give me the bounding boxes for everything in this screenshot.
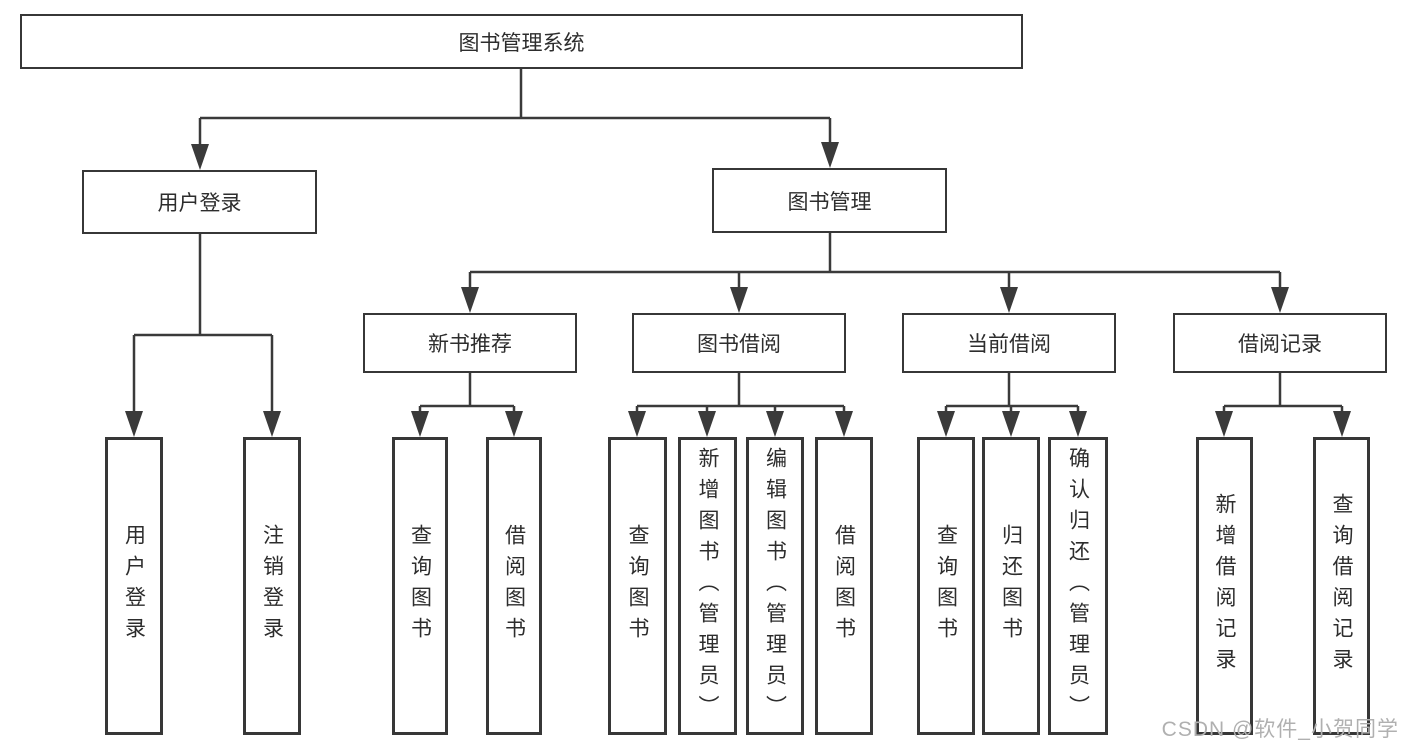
leaf-confirm-return-admin: 确认归还（管理员） xyxy=(1048,437,1108,735)
node-borrow-records: 借阅记录 xyxy=(1173,313,1387,373)
leaf-borrow-books-recommend: 借阅图书 xyxy=(486,437,542,735)
node-book-management-label: 图书管理 xyxy=(787,190,872,214)
node-new-book-recommend-label: 新书推荐 xyxy=(428,333,512,356)
node-current-borrow-label: 当前借阅 xyxy=(967,333,1051,356)
leaf-borrow-books-recommend-label: 借阅图书 xyxy=(502,524,526,648)
leaf-edit-book-admin-label: 编辑图书（管理员） xyxy=(763,446,787,726)
node-user-login: 用户登录 xyxy=(82,170,317,234)
leaf-confirm-return-admin-label: 确认归还（管理员） xyxy=(1066,446,1090,726)
leaf-return-books-label: 归还图书 xyxy=(999,524,1023,648)
leaf-query-books-current-label: 查询图书 xyxy=(934,524,958,648)
leaf-add-borrow-record-label: 新增借阅记录 xyxy=(1213,493,1236,679)
leaf-borrow-books: 借阅图书 xyxy=(815,437,873,735)
leaf-query-books-recommend-label: 查询图书 xyxy=(408,524,432,648)
leaf-add-book-admin: 新增图书（管理员） xyxy=(678,437,737,735)
leaf-logout-login-label: 注销登录 xyxy=(260,524,284,648)
leaf-add-borrow-record: 新增借阅记录 xyxy=(1196,437,1253,735)
node-root-label: 图书管理系统 xyxy=(458,31,585,55)
node-user-login-label: 用户登录 xyxy=(157,192,242,215)
leaf-edit-book-admin: 编辑图书（管理员） xyxy=(746,437,804,735)
node-book-borrow-label: 图书借阅 xyxy=(697,333,781,356)
leaf-query-borrow-record: 查询借阅记录 xyxy=(1313,437,1370,735)
leaf-query-books-borrow: 查询图书 xyxy=(608,437,667,735)
leaf-query-books-borrow-label: 查询图书 xyxy=(626,524,649,648)
leaf-borrow-books-label: 借阅图书 xyxy=(832,524,856,648)
leaf-add-book-admin-label: 新增图书（管理员） xyxy=(696,446,719,726)
leaf-return-books: 归还图书 xyxy=(982,437,1040,735)
leaf-query-books-current: 查询图书 xyxy=(917,437,975,735)
leaf-user-login-label: 用户登录 xyxy=(122,524,146,648)
leaf-logout-login: 注销登录 xyxy=(243,437,301,735)
node-root: 图书管理系统 xyxy=(20,14,1023,69)
node-current-borrow: 当前借阅 xyxy=(902,313,1116,373)
node-new-book-recommend: 新书推荐 xyxy=(363,313,577,373)
leaf-query-borrow-record-label: 查询借阅记录 xyxy=(1330,493,1353,679)
node-book-management: 图书管理 xyxy=(712,168,947,233)
node-book-borrow: 图书借阅 xyxy=(632,313,846,373)
leaf-user-login: 用户登录 xyxy=(105,437,163,735)
node-borrow-records-label: 借阅记录 xyxy=(1238,333,1322,356)
leaf-query-books-recommend: 查询图书 xyxy=(392,437,448,735)
